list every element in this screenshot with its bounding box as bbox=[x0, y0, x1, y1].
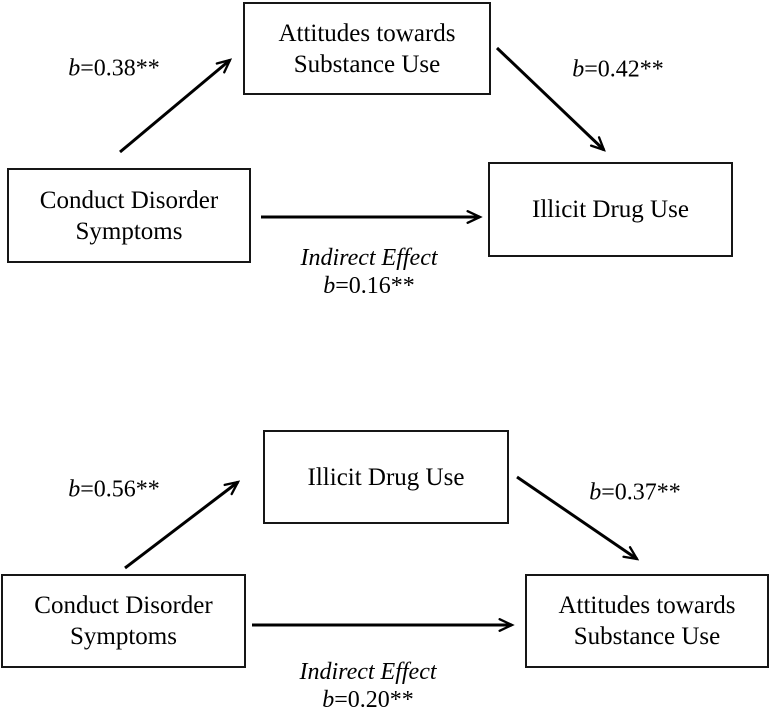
coefficient-value: =0.56** bbox=[80, 476, 160, 503]
coefficient-symbol: b bbox=[68, 55, 81, 82]
bottom-path-a-arrow bbox=[124, 482, 238, 570]
coefficient-symbol: b bbox=[572, 56, 585, 83]
bottom-path-b-arrow bbox=[516, 475, 637, 559]
coefficient-value: =0.38** bbox=[80, 55, 160, 82]
top-path-b-coefficient: b=0.42** bbox=[572, 57, 664, 84]
top-path-a-coefficient: b=0.38** bbox=[68, 56, 160, 83]
bottom-outcome-box: Attitudes towards Substance Use bbox=[525, 574, 769, 668]
top-outcome-box: Illicit Drug Use bbox=[488, 162, 733, 257]
indirect-effect-coefficient: b=0.20** bbox=[299, 686, 436, 710]
top-path-b-arrow bbox=[495, 46, 604, 150]
coefficient-symbol: b bbox=[323, 273, 336, 299]
bottom-path-a-coefficient: b=0.56** bbox=[68, 477, 160, 504]
coefficient-symbol: b bbox=[68, 476, 81, 503]
top-mediator-box: Attitudes towards Substance Use bbox=[243, 2, 491, 95]
indirect-effect-title: Indirect Effect bbox=[299, 659, 437, 685]
bottom-mediator-box: Illicit Drug Use bbox=[263, 430, 509, 524]
coefficient-value: =0.42** bbox=[584, 56, 664, 83]
coefficient-value: =0.16** bbox=[335, 273, 415, 299]
indirect-effect-coefficient: b=0.16** bbox=[300, 272, 437, 300]
bottom-predictor-box: Conduct Disorder Symptoms bbox=[1, 574, 246, 668]
bottom-indirect-effect-label: Indirect Effect b=0.20** bbox=[299, 658, 436, 710]
top-path-a-arrow bbox=[119, 60, 230, 154]
top-predictor-box: Conduct Disorder Symptoms bbox=[7, 168, 251, 263]
top-indirect-effect-label: Indirect Effect b=0.16** bbox=[300, 244, 437, 300]
bottom-path-b-coefficient: b=0.37** bbox=[589, 480, 681, 507]
coefficient-value: =0.37** bbox=[601, 479, 681, 506]
coefficient-symbol: b bbox=[322, 687, 335, 710]
indirect-effect-title: Indirect Effect bbox=[300, 245, 438, 271]
coefficient-symbol: b bbox=[589, 479, 602, 506]
coefficient-value: =0.20** bbox=[334, 687, 414, 710]
